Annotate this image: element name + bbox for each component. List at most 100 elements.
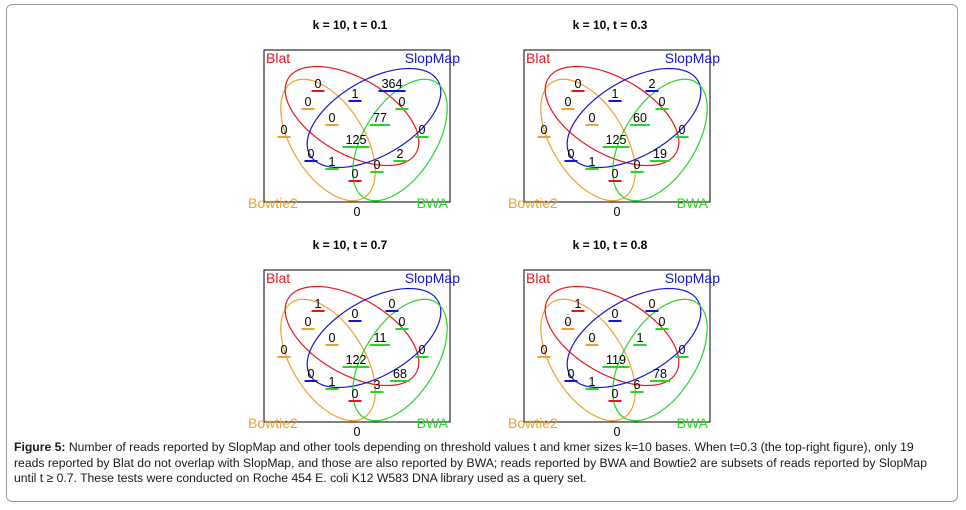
region-blat_slop_bwa-count: 1	[637, 331, 644, 345]
region-slop_bwa-count: 0	[399, 315, 406, 329]
region-blat_only-count: 1	[575, 297, 582, 311]
region-slop_bowtie-count: 1	[589, 375, 596, 389]
region-slop_bwa-count: 0	[659, 95, 666, 109]
bwa-set-ellipse	[612, 298, 708, 422]
region-blat_bowtie_bwa-count: 0	[568, 367, 575, 381]
region-slop_only-count: 0	[649, 297, 656, 311]
panel-title: k = 10, t = 0.8	[572, 238, 648, 252]
slopmap-set-ellipse	[566, 287, 702, 389]
bowtie2-set-label: Bowtie2	[248, 195, 298, 211]
bowtie2-set-label: Bowtie2	[248, 415, 298, 431]
blat-set-ellipse	[544, 285, 680, 387]
region-blat_slop-count: 1	[612, 87, 619, 101]
region-blat_only-count: 0	[315, 77, 322, 91]
bwa-set-label: BWA	[417, 195, 449, 211]
bwa-set-label: BWA	[677, 195, 709, 211]
blat-set-label: Blat	[526, 50, 550, 66]
caption-label: Figure 5:	[14, 440, 66, 454]
blat-set-ellipse	[544, 65, 680, 167]
region-all-count: 125	[346, 133, 367, 147]
region-slop_bowtie_bwa-count: 3	[374, 378, 381, 392]
region-blat_slop-count: 1	[352, 87, 359, 101]
region-blat_bowtie_bwa-count: 0	[568, 147, 575, 161]
region-slop_bwa-count: 0	[659, 315, 666, 329]
region-blat_slop_bowtie-count: 0	[329, 111, 336, 125]
region-bwa_only-count: 0	[419, 123, 426, 137]
region-bwa_only-count: 0	[679, 343, 686, 357]
panel-title: k = 10, t = 0.1	[312, 18, 388, 32]
region-none-count: 0	[614, 425, 621, 439]
blat-set-ellipse	[284, 65, 420, 167]
slopmap-set-ellipse	[306, 287, 442, 389]
region-blat_bowtie-count: 0	[305, 315, 312, 329]
region-slop_bowtie-count: 1	[589, 155, 596, 169]
region-slop_only-count: 0	[389, 297, 396, 311]
region-blat_bowtie-count: 0	[305, 95, 312, 109]
region-blat_bowtie-count: 0	[565, 95, 572, 109]
region-blat_slop_bwa-count: 11	[374, 331, 387, 345]
region-bowtie_only-count: 0	[541, 343, 548, 357]
region-blat_bwa-count: 68	[393, 367, 407, 381]
region-all-count: 119	[606, 353, 626, 367]
region-slop_only-count: 2	[649, 77, 656, 91]
bwa-set-ellipse	[352, 78, 448, 202]
caption-text: Number of reads reported by SlopMap and …	[14, 440, 927, 485]
region-slop_bwa-count: 0	[399, 95, 406, 109]
region-slop_bowtie-count: 1	[329, 155, 336, 169]
region-blat_bwa-count: 2	[397, 147, 404, 161]
region-blat_slop_bowtie-count: 0	[589, 111, 596, 125]
slopmap-set-label: SlopMap	[665, 50, 720, 66]
region-blat_bwa-count: 78	[653, 367, 667, 381]
region-blat_slop_bwa-count: 77	[373, 111, 387, 125]
blat-set-label: Blat	[266, 270, 290, 286]
slopmap-set-label: SlopMap	[405, 270, 460, 286]
region-all-count: 125	[606, 133, 627, 147]
region-blat_bowtie_bwa-count: 0	[308, 367, 315, 381]
region-blat_bowtie-count: 0	[565, 315, 572, 329]
slopmap-set-label: SlopMap	[665, 270, 720, 286]
region-bowtie_bwa-count: 0	[352, 387, 359, 401]
region-slop_bowtie_bwa-count: 0	[374, 158, 381, 172]
region-blat_slop-count: 0	[612, 307, 619, 321]
region-slop_bowtie_bwa-count: 0	[634, 158, 641, 172]
slopmap-set-label: SlopMap	[405, 50, 460, 66]
region-none-count: 0	[354, 205, 361, 219]
region-blat_bowtie_bwa-count: 0	[308, 147, 315, 161]
bwa-set-ellipse	[612, 78, 708, 202]
region-slop_bowtie_bwa-count: 6	[634, 378, 641, 392]
region-bwa_only-count: 0	[419, 343, 426, 357]
region-blat_slop_bwa-count: 60	[633, 111, 647, 125]
region-bowtie_bwa-count: 0	[612, 167, 619, 181]
region-none-count: 0	[354, 425, 361, 439]
bowtie2-set-label: Bowtie2	[508, 195, 558, 211]
bowtie2-set-label: Bowtie2	[508, 415, 558, 431]
region-slop_only-count: 364	[382, 77, 403, 91]
region-blat_slop_bowtie-count: 0	[589, 331, 596, 345]
panel-title: k = 10, t = 0.7	[312, 238, 388, 252]
region-blat_only-count: 1	[315, 297, 322, 311]
slopmap-set-ellipse	[306, 67, 442, 169]
blat-set-ellipse	[284, 285, 420, 387]
region-bowtie_bwa-count: 0	[612, 387, 619, 401]
slopmap-set-ellipse	[566, 67, 702, 169]
figure-frame	[6, 4, 958, 502]
region-blat_bwa-count: 19	[653, 147, 667, 161]
blat-set-label: Blat	[526, 270, 550, 286]
region-bowtie_only-count: 0	[541, 123, 548, 137]
region-blat_only-count: 0	[575, 77, 582, 91]
blat-set-label: Blat	[266, 50, 290, 66]
figure-caption: Figure 5: Number of reads reported by Sl…	[14, 440, 946, 487]
region-blat_slop-count: 0	[352, 307, 359, 321]
region-none-count: 0	[614, 205, 621, 219]
region-bowtie_only-count: 0	[281, 343, 288, 357]
region-all-count: 122	[346, 353, 367, 367]
region-bwa_only-count: 0	[679, 123, 686, 137]
